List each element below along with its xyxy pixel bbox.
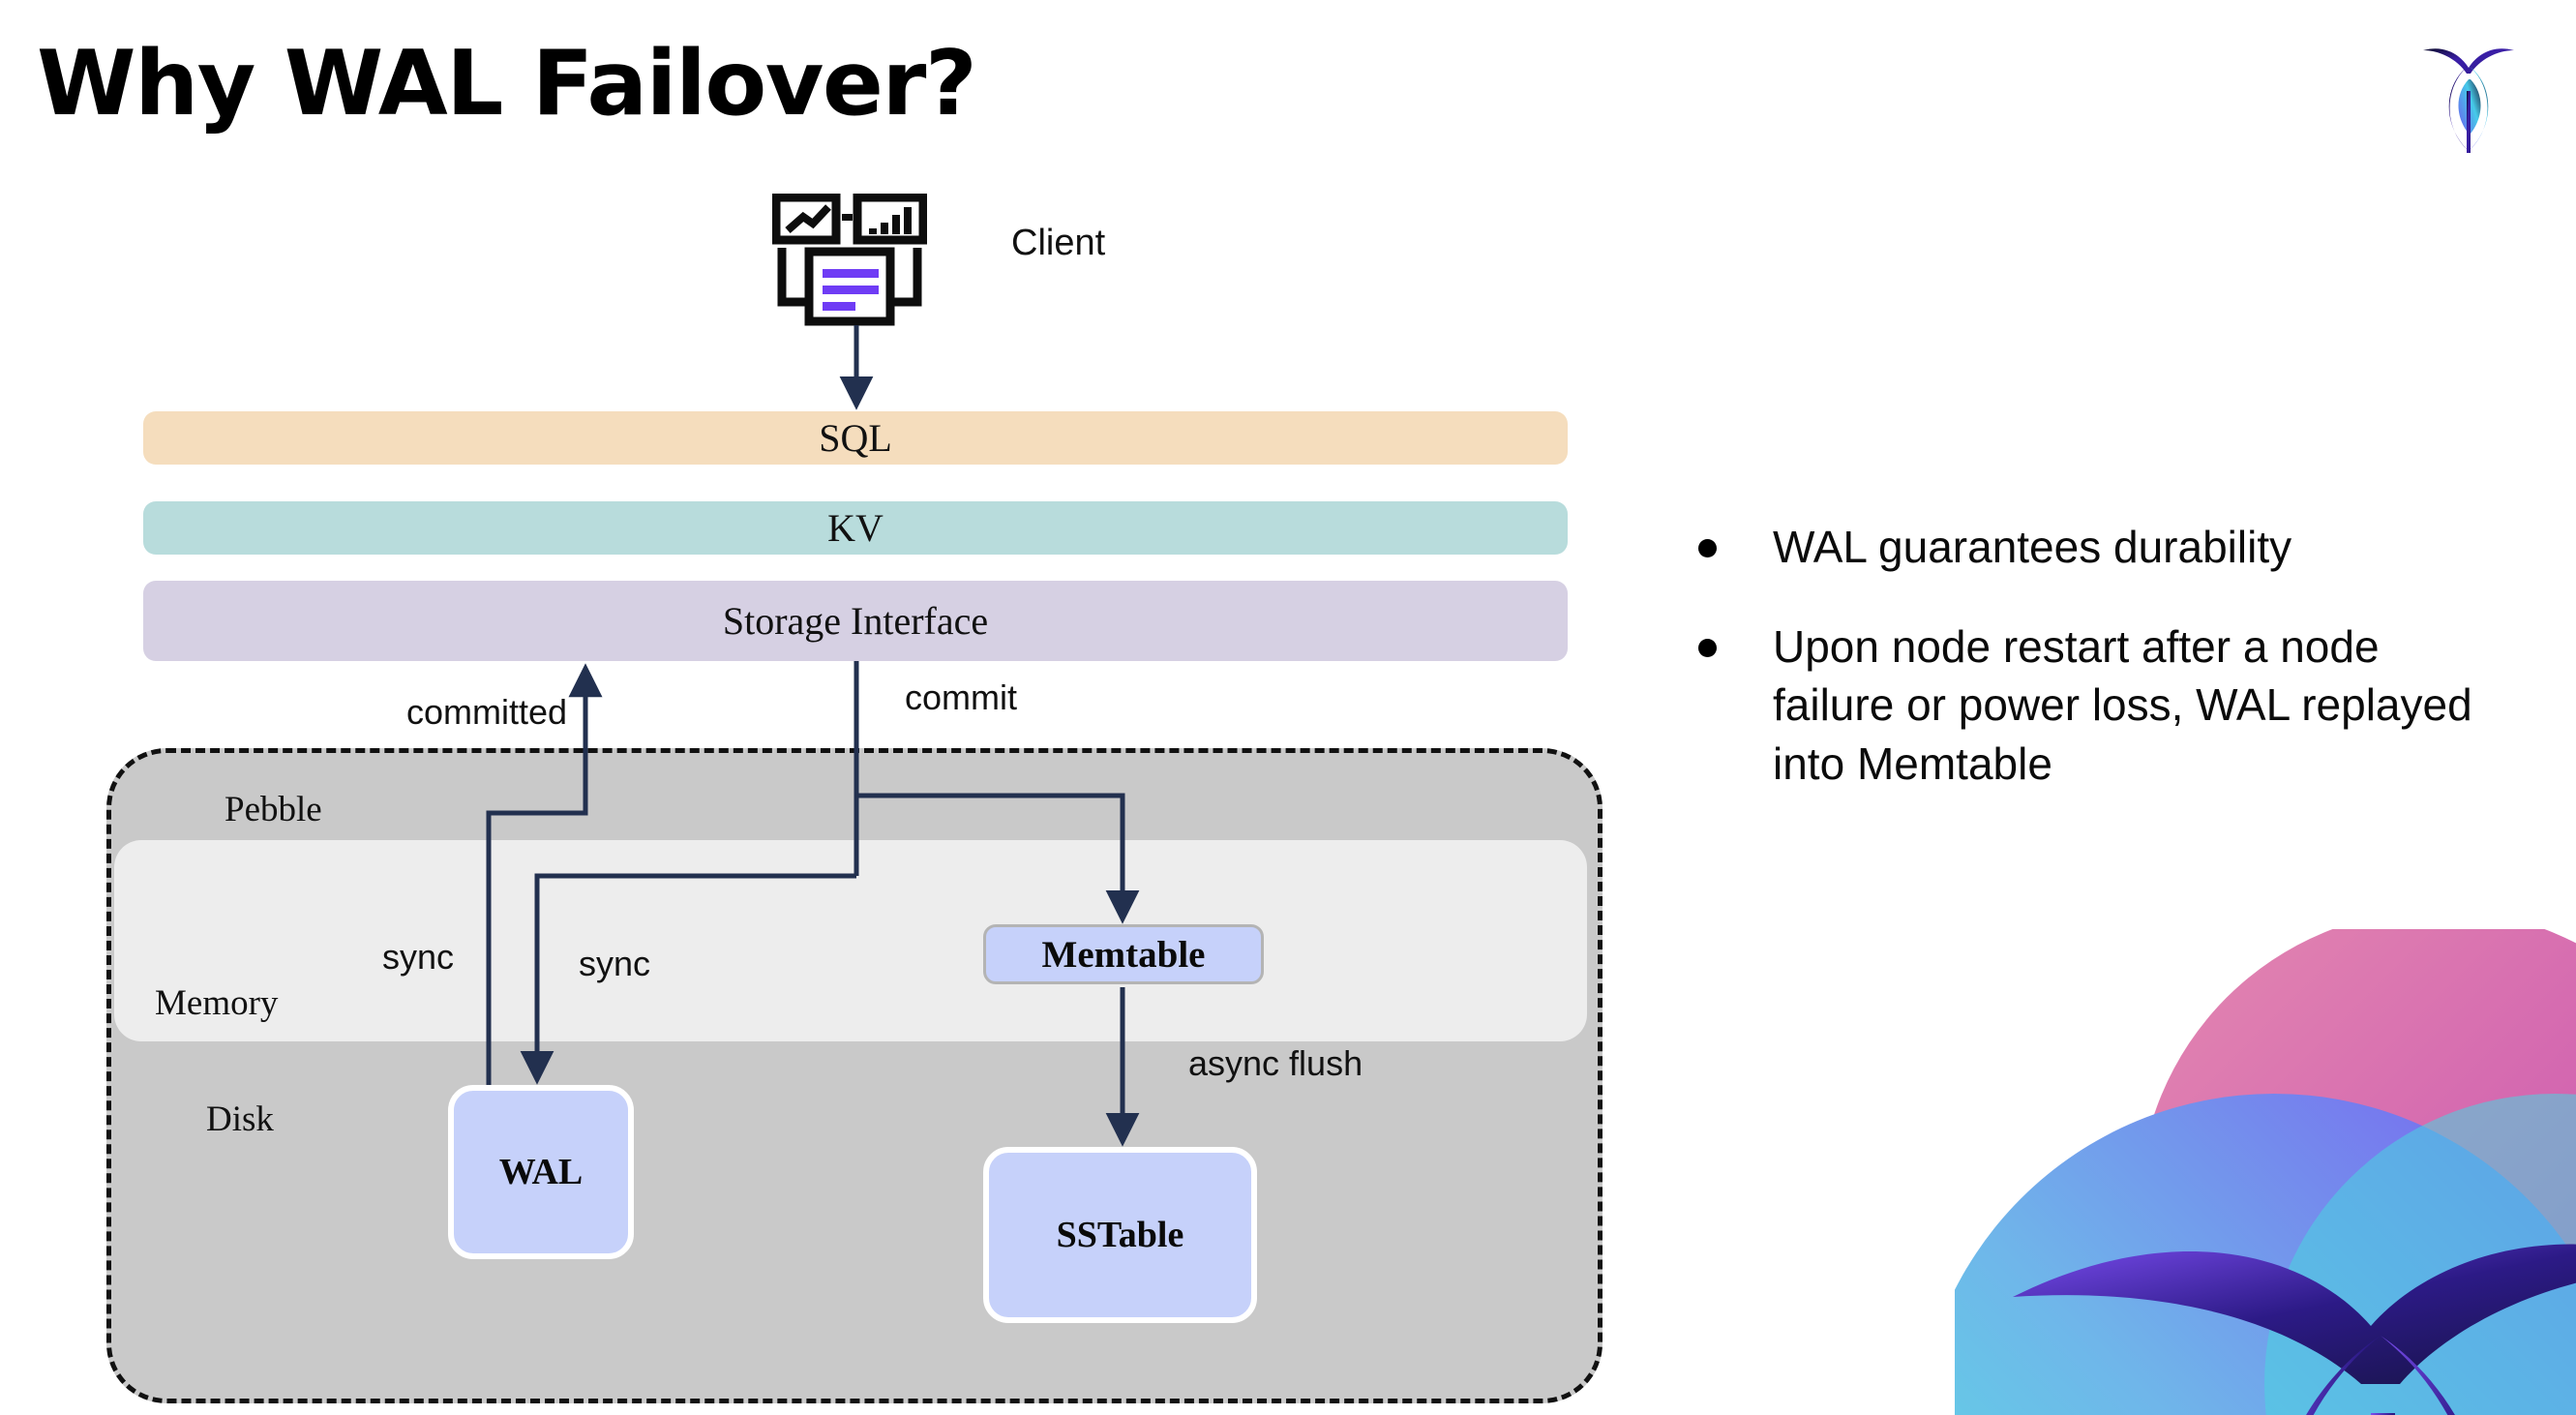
bullet-text: WAL guarantees durability: [1773, 522, 2292, 572]
pebble-label: Pebble: [225, 790, 322, 829]
layer-label-kv: KV: [827, 506, 884, 550]
edge-label-commit: commit: [905, 677, 1017, 717]
layer-bar-sql: SQL: [143, 411, 1568, 465]
wal-architecture-diagram: Client SQL KV Storage Interface Pebble M…: [106, 193, 1603, 1403]
page-title: Why WAL Failover?: [37, 31, 977, 135]
edge-label-sync-left: sync: [382, 937, 455, 977]
node-sstable: SSTable: [983, 1147, 1257, 1323]
layer-label-sql: SQL: [819, 416, 892, 460]
memory-label: Memory: [155, 983, 279, 1023]
list-item: WAL guarantees durability: [1698, 518, 2511, 577]
layer-bar-kv: KV: [143, 501, 1568, 555]
decorative-logo-artwork: [1955, 929, 2576, 1415]
bullet-text: Upon node restart after a node failure o…: [1773, 620, 2472, 790]
cockroachdb-logo-icon: [2415, 35, 2522, 156]
node-memtable: Memtable: [983, 924, 1264, 984]
bullet-list: WAL guarantees durability Upon node rest…: [1698, 518, 2511, 834]
bullet-dot-icon: [1698, 638, 1717, 657]
node-wal: WAL: [448, 1085, 634, 1259]
memory-zone: [114, 840, 1587, 1041]
list-item: Upon node restart after a node failure o…: [1698, 617, 2511, 794]
layer-bar-storage-interface: Storage Interface: [143, 581, 1568, 661]
edge-label-sync-right: sync: [579, 944, 651, 983]
layer-label-storage-interface: Storage Interface: [722, 599, 989, 643]
client-label: Client: [1011, 223, 1106, 263]
disk-label: Disk: [206, 1099, 274, 1139]
bullet-dot-icon: [1698, 539, 1717, 557]
node-label-sstable: SSTable: [1056, 1215, 1184, 1255]
client-analytics-icon: [771, 193, 928, 329]
edge-label-async-flush: async flush: [1188, 1043, 1363, 1083]
node-label-memtable: Memtable: [1041, 933, 1206, 976]
node-label-wal: WAL: [498, 1152, 584, 1192]
edge-label-committed: committed: [406, 692, 568, 732]
